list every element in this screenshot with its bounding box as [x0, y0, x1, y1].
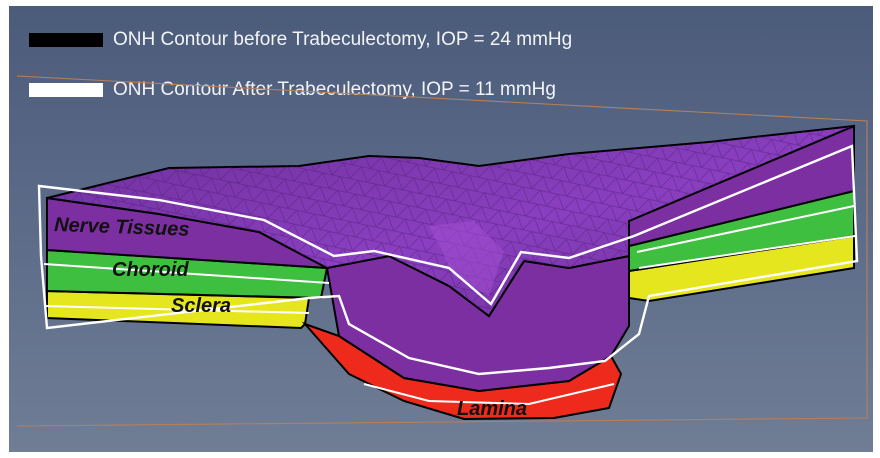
onh-figure: ONH Contour before Trabeculectomy, IOP =… [9, 6, 873, 452]
onh-model-illustration: Nerve Tissues Choroid Sclera Lamina [9, 6, 873, 452]
label-sclera: Sclera [171, 295, 231, 317]
label-lamina: Lamina [457, 398, 527, 420]
label-choroid: Choroid [112, 259, 189, 281]
